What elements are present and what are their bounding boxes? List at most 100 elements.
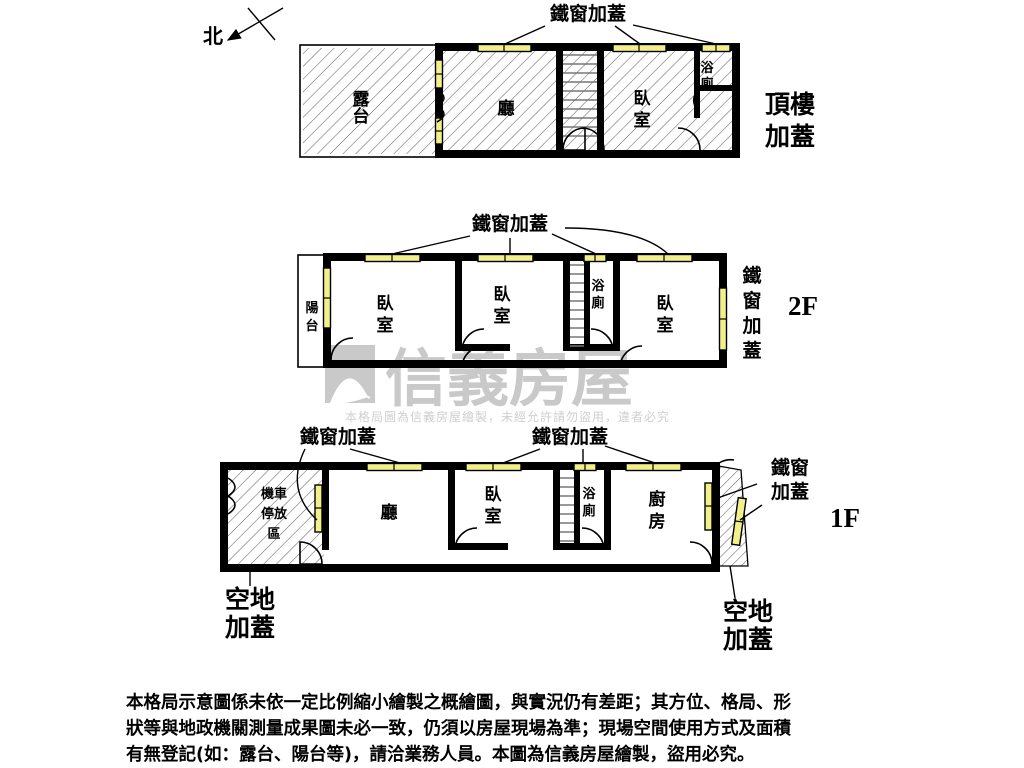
partition-2f-stair-left-base (563, 344, 570, 351)
annotation-iron-window-1f-right: 鐵窗加蓋 (502, 425, 656, 464)
rooftop-partition-stair-right (597, 43, 604, 158)
room-label-bedroom-2f-1b: 室 (377, 315, 394, 336)
annotation-iron-window-1f-left: 鐵窗加蓋 (296, 425, 401, 521)
room-label-bedroom-2f-3a: 臥 (657, 294, 675, 314)
annotation-label-iron-window-2f: 鐵窗加蓋 (472, 212, 548, 235)
annotation-vacant-right: 空地 加蓋 (722, 565, 773, 654)
room-label-kitchen-a: 廚 (649, 489, 666, 510)
disclaimer-line-1: 本格局示意圖係未依一定比例縮小繪製之概繪圖，與實況仍有差距；其方位、格局、形 (126, 692, 791, 713)
stairs-1f (560, 477, 574, 542)
wall-2f-bottom (323, 360, 727, 368)
room-label-bedroom-2f-1a: 臥 (377, 294, 395, 314)
partition-1f-bath-right (604, 462, 611, 550)
annotation-iron-window-1f-side: 鐵窗 加蓋 (711, 456, 809, 521)
annotation-iron-window-2f-right: 鐵 窗 加 蓋 (741, 264, 761, 362)
rooftop-windows (434, 43, 731, 145)
floor-rooftop: 露 台 廳 臥 室 浴 廁 鐵窗加蓋 頂樓 加蓋 (299, 2, 815, 158)
floor-label-rooftop-line1: 頂樓 (765, 90, 815, 119)
doors-2f (330, 328, 643, 369)
room-label-bedroom-2f-2a: 臥 (494, 285, 512, 305)
rooftop-bath-bottom-wall (694, 85, 734, 91)
annotation-iron-window-2f-top: 鐵窗加蓋 (391, 212, 669, 255)
annotation-vacant-left-2: 加蓋 (224, 613, 275, 642)
rooftop-wall-right (732, 43, 740, 158)
annotation-iron-window-2f-right-1: 鐵 (742, 264, 761, 287)
room-label-bath-1f-b: 廁 (582, 503, 595, 519)
annotation-iron-window-1f-side-2: 加蓋 (770, 480, 809, 503)
room-label-moto-3: 區 (267, 527, 280, 542)
watermark: 信義房屋 本格局圖為信義房屋繪製，未經允許請勿盜用，違者必究 (325, 342, 670, 424)
doors-1f (227, 458, 735, 565)
room-label-terrace-line2: 台 (353, 106, 370, 127)
rooftop-stairs (563, 54, 597, 137)
partition-1f-bath-left (574, 462, 580, 550)
annotation-iron-window-2f-right-3: 加 (741, 315, 761, 337)
rooftop-partition-stair-left (556, 43, 563, 158)
room-label-moto-1: 機車 (261, 486, 287, 502)
partition-2f-bath-left (584, 253, 590, 351)
wall-1f-right (712, 462, 720, 572)
room-label-balcony-2f-2: 台 (305, 318, 318, 334)
room-label-hall-1f: 廳 (381, 502, 398, 523)
north-label: 北 (203, 24, 223, 48)
rooftop-partition-bath (694, 43, 700, 118)
room-label-bath-rooftop-2: 廁 (700, 76, 713, 92)
room-label-terrace-line1: 露 (353, 90, 371, 110)
partition-1f-bed-bottom (448, 543, 508, 550)
annotation-iron-window-1f-side-1: 鐵窗 (771, 456, 809, 479)
partition-1f-stair-base (553, 543, 560, 550)
annotation-iron-window-2f-right-4: 蓋 (742, 339, 761, 362)
rooftop-doors (436, 87, 701, 151)
partition-2f-bed2-bottom (455, 344, 510, 351)
annotation-iron-window-2f-right-2: 窗 (742, 289, 761, 312)
floor-label-1f: 1F (830, 503, 860, 533)
room-label-bedroom-2f-3b: 室 (657, 315, 674, 336)
partition-1f-stair-left (553, 462, 560, 550)
room-label-balcony-2f-1: 陽 (305, 300, 318, 316)
partition-1f-moto-hall (322, 462, 329, 550)
annotation-iron-window-1f-right-label: 鐵窗加蓋 (532, 425, 608, 448)
windows-1f (314, 462, 747, 547)
room-label-kitchen-b: 房 (649, 511, 666, 532)
annotation-vacant-right-1: 空地 (723, 597, 773, 626)
room-label-bath-2f-1: 浴 (591, 278, 605, 294)
annotation-vacant-left: 空地 加蓋 (224, 566, 275, 642)
floor-label-2f: 2F (788, 291, 818, 321)
room-label-bedroom-1f-a: 臥 (485, 485, 503, 505)
wall-1f-left (220, 462, 228, 572)
partition-2f-bath-bottom (570, 344, 620, 351)
partition-2f-bed1-bed2 (455, 253, 462, 351)
annotation-vacant-right-2: 加蓋 (722, 625, 773, 654)
annotation-vacant-left-1: 空地 (225, 585, 275, 614)
room-label-bath-1f-a: 浴 (582, 486, 596, 502)
terrace-hatch (303, 48, 437, 154)
annotation-iron-window-1f-left-label: 鐵窗加蓋 (300, 425, 376, 448)
stairs-2f (570, 264, 584, 347)
rooftop-wall-bottom (435, 150, 740, 158)
rooftop-wall-top (435, 43, 740, 51)
rooftop-wall-left (435, 43, 443, 158)
floor-label-rooftop-line2: 加蓋 (764, 122, 815, 151)
disclaimer-block: 本格局示意圖係未依一定比例縮小繪製之概繪圖，與實況仍有差距；其方位、格局、形 狀… (126, 692, 791, 765)
room-label-bath-2f-2: 廁 (591, 295, 604, 311)
room-label-bedroom-2f-2b: 室 (494, 306, 511, 327)
room-label-hall-rooftop: 廳 (498, 98, 515, 119)
windows-2f (322, 253, 728, 351)
floor-1f: 機車 停放 區 廳 臥 室 浴 廁 廚 房 鐵窗加蓋 鐵窗加蓋 鐵窗 加蓋 (220, 425, 860, 654)
partition-1f-hall-bed (448, 462, 455, 550)
room-label-bedroom-rooftop-2: 室 (634, 110, 651, 131)
partition-2f-stair-left (563, 253, 570, 351)
floor-2f: 陽 台 臥 室 臥 室 浴 廁 臥 室 鐵窗加蓋 鐵 窗 加 蓋 2F (297, 212, 818, 369)
moto-area-hatch (226, 468, 324, 566)
room-label-moto-2: 停放 (261, 506, 288, 522)
watermark-text: 信義房屋 (385, 342, 633, 415)
room-label-bedroom-1f-b: 室 (485, 506, 502, 527)
wall-1f-bottom (220, 564, 720, 572)
watermark-subtext: 本格局圖為信義房屋繪製，未經允許請勿盜用，違者必究 (345, 409, 670, 424)
partition-2f-bath-right (613, 253, 620, 351)
room-label-bedroom-rooftop-1: 臥 (634, 89, 652, 109)
annotation-iron-window-rooftop: 鐵窗加蓋 (504, 2, 717, 45)
north-indicator: 北 (203, 7, 284, 48)
partition-1f-bath-bottom (560, 543, 610, 550)
